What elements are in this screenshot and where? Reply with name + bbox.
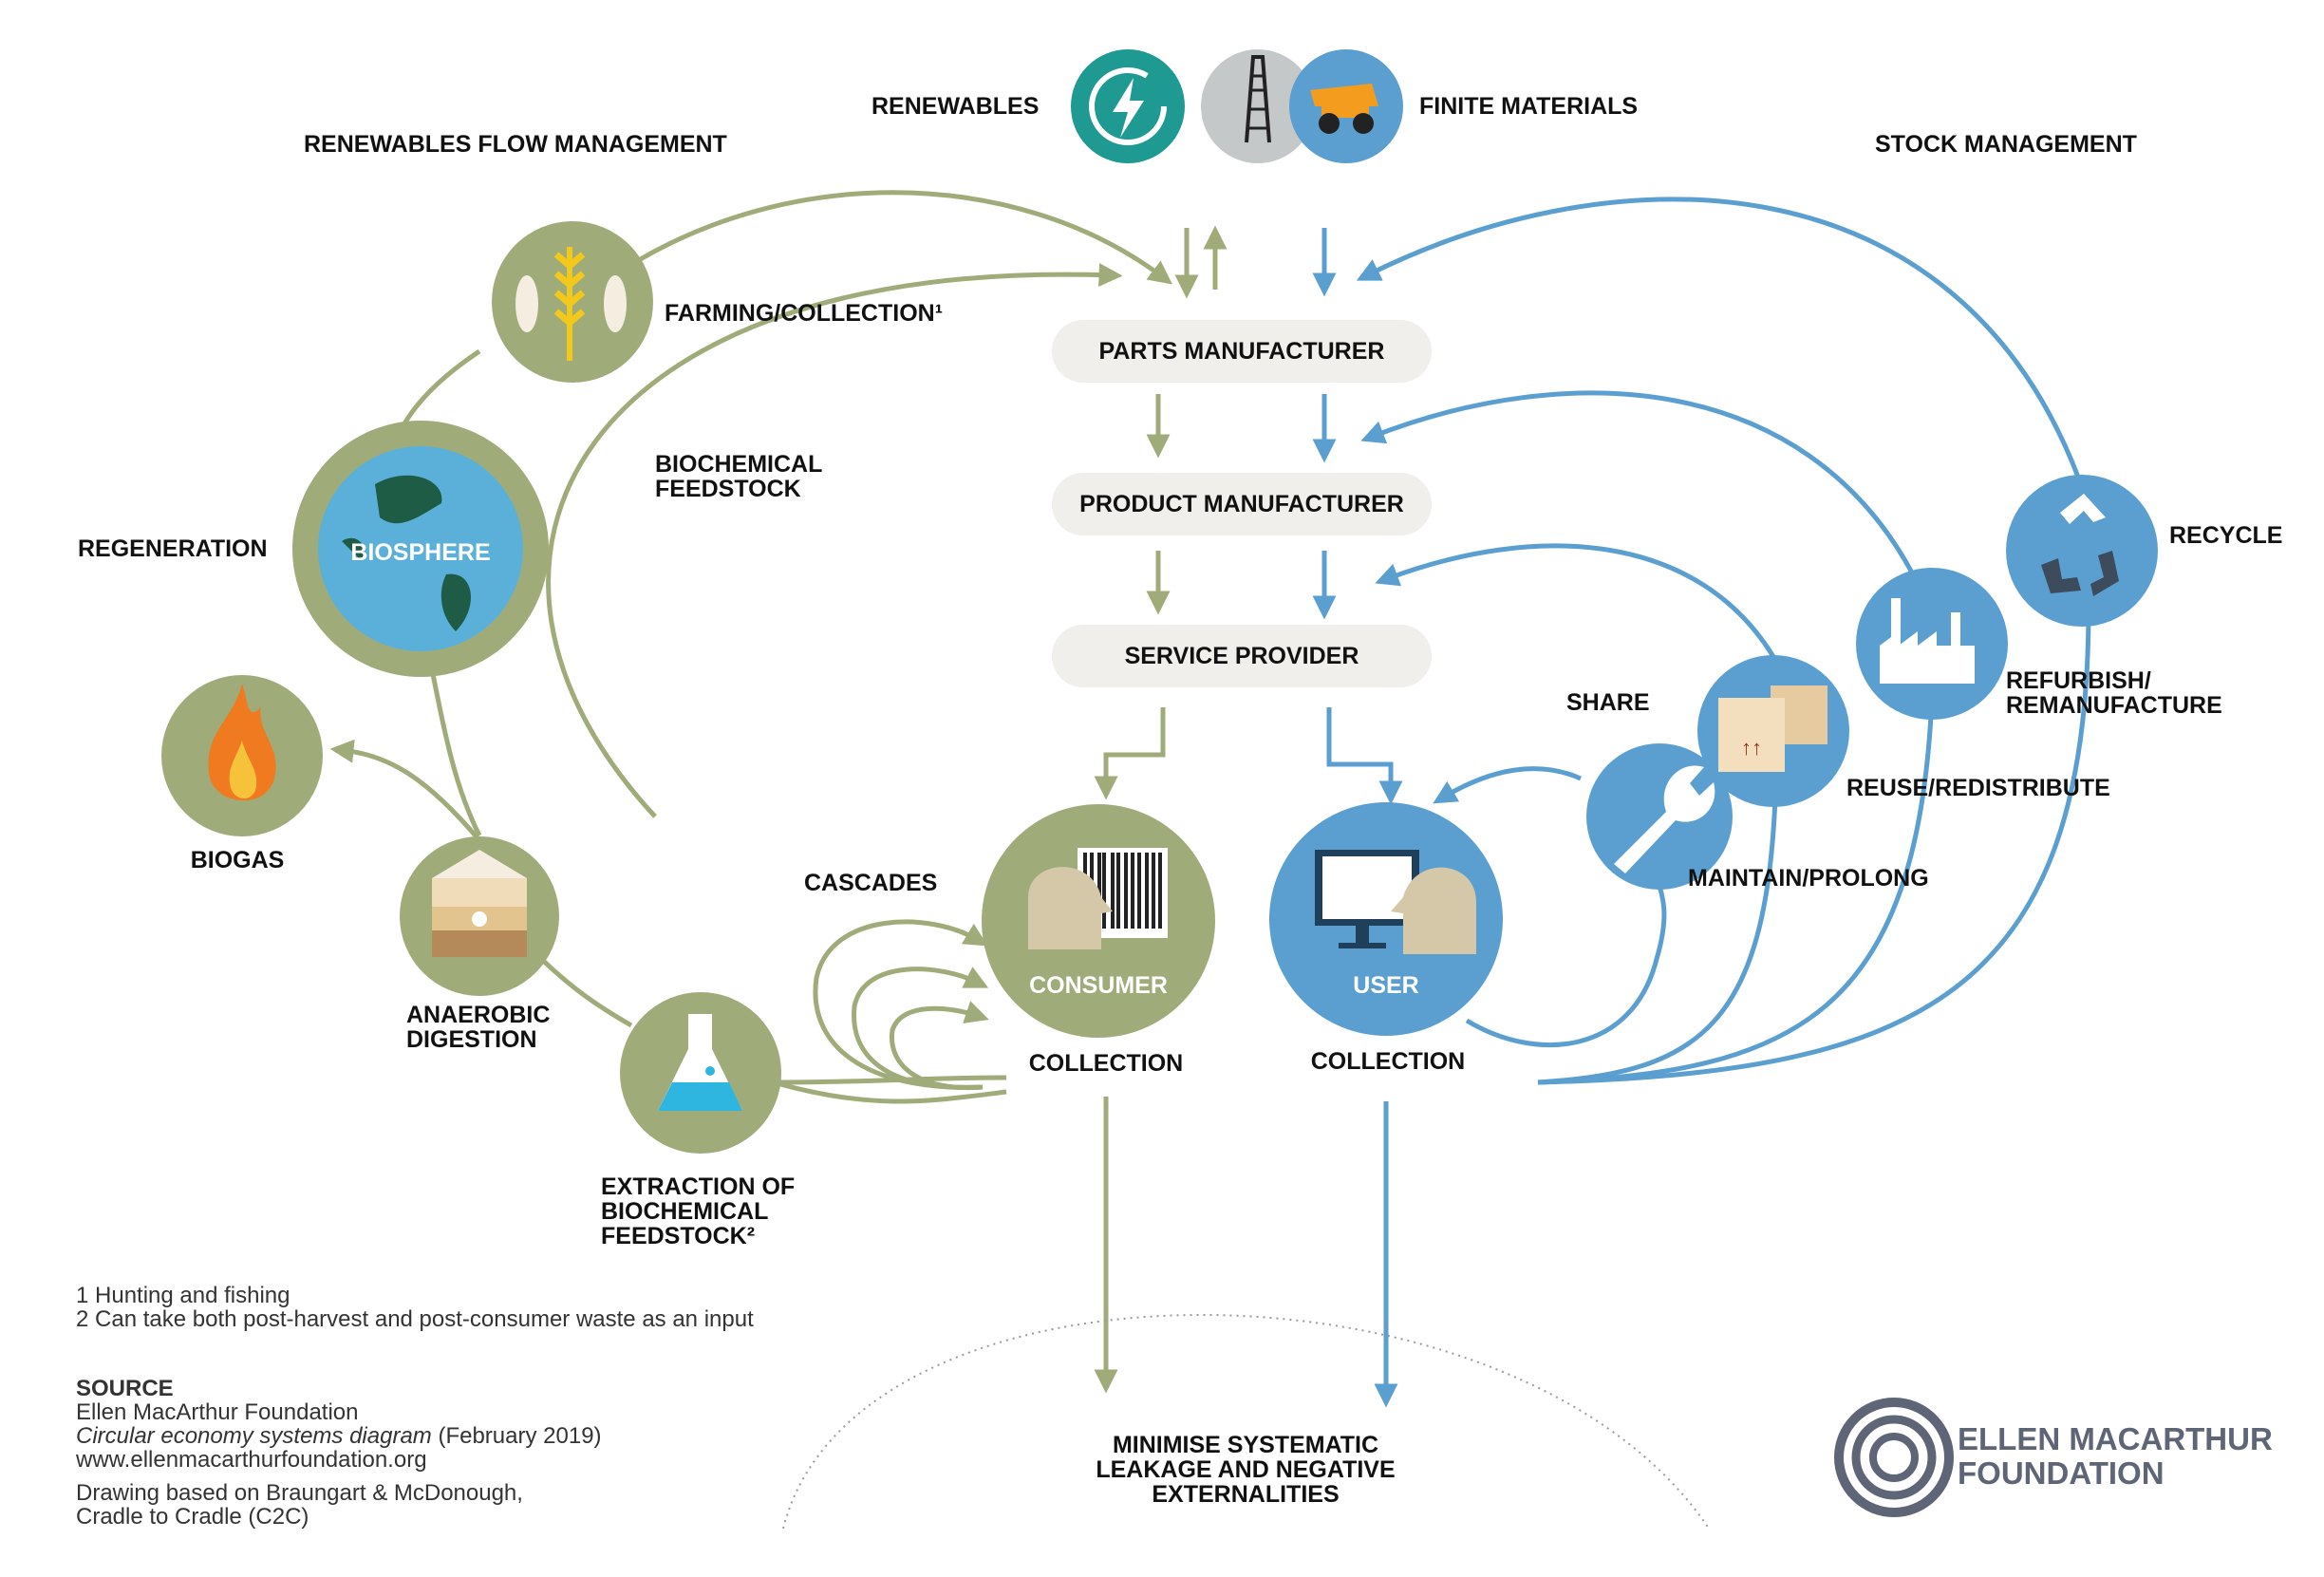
- leakage-line1: MINIMISE SYSTEMATIC: [1113, 1432, 1378, 1458]
- biosphere-node: BIOSPHERE: [292, 421, 549, 677]
- factory-icon: [1880, 598, 1975, 684]
- cascades-label: CASCADES: [804, 870, 937, 896]
- regeneration-label: REGENERATION: [78, 535, 268, 562]
- share-label: SHARE: [1566, 689, 1650, 716]
- biochemical-feedstock-l2: FEEDSTOCK: [655, 476, 801, 502]
- leakage-line2: LEAKAGE AND NEGATIVE: [1096, 1456, 1395, 1483]
- logo-line1: ELLEN MACARTHUR: [1958, 1421, 2273, 1456]
- share-node: [1586, 743, 1733, 890]
- drawing-credit-1: Drawing based on Braungart & McDonough,: [76, 1480, 523, 1506]
- soil-layers-icon: [432, 850, 527, 957]
- source-heading: SOURCE: [76, 1376, 174, 1401]
- mining-truck-icon: [1289, 49, 1403, 163]
- source-url: www.ellenmacarthurfoundation.org: [75, 1447, 427, 1473]
- svg-text:↑↑: ↑↑: [1741, 736, 1762, 760]
- biogas-label: BIOGAS: [191, 847, 285, 873]
- energy-cycle-icon: [1071, 49, 1185, 163]
- anaerobic-l2: DIGESTION: [406, 1026, 537, 1053]
- recycle-label: RECYCLE: [2169, 522, 2282, 549]
- svg-text:PRODUCT MANUFACTURER: PRODUCT MANUFACTURER: [1079, 491, 1404, 517]
- consumer-label: CONSUMER: [1029, 972, 1168, 999]
- recycle-node: [2006, 475, 2158, 627]
- technical-flows: [1312, 197, 2091, 1408]
- biochemical-feedstock-l1: BIOCHEMICAL: [655, 451, 822, 478]
- product-manufacturer-box: PRODUCT MANUFACTURER: [1052, 473, 1432, 535]
- logo-line2: FOUNDATION: [1958, 1455, 2165, 1491]
- reuse-label: REUSE/REDISTRIBUTE: [1846, 775, 2110, 801]
- finite-materials-label: FINITE MATERIALS: [1419, 93, 1638, 120]
- farming-node: [492, 221, 653, 383]
- refurbish-l1: REFURBISH/: [2006, 667, 2151, 694]
- leakage-line3: EXTERNALITIES: [1152, 1481, 1339, 1508]
- extraction-l2: BIOCHEMICAL: [601, 1198, 768, 1225]
- wheat-fish-icon: [515, 247, 627, 361]
- wrench-icon: [1614, 765, 1715, 873]
- extraction-node: [620, 992, 781, 1154]
- consumer-node: CONSUMER: [982, 804, 1215, 1038]
- maintain-label: MAINTAIN/PROLONG: [1688, 865, 1929, 892]
- globe-icon: [342, 475, 472, 631]
- extraction-l3: FEEDSTOCK²: [601, 1223, 755, 1249]
- collection-right-label: COLLECTION: [1311, 1048, 1466, 1075]
- farming-label: FARMING/COLLECTION¹: [665, 300, 943, 327]
- svg-text:SERVICE PROVIDER: SERVICE PROVIDER: [1125, 643, 1359, 669]
- collection-left-label: COLLECTION: [1029, 1050, 1184, 1077]
- oil-derrick-icon: [1201, 49, 1315, 163]
- svg-text:PARTS MANUFACTURER: PARTS MANUFACTURER: [1099, 338, 1385, 365]
- service-provider-box: SERVICE PROVIDER: [1052, 625, 1432, 687]
- footnote-2: 2 Can take both post-harvest and post-co…: [76, 1306, 754, 1332]
- footnote-1: 1 Hunting and fishing: [76, 1283, 290, 1308]
- drawing-credit-2: Cradle to Cradle (C2C): [76, 1504, 309, 1530]
- renewables-flow-heading: RENEWABLES FLOW MANAGEMENT: [304, 131, 727, 158]
- extraction-l1: EXTRACTION OF: [601, 1173, 795, 1200]
- biosphere-label: BIOSPHERE: [350, 539, 490, 566]
- boxes-icon: ↑↑: [1718, 685, 1827, 772]
- source-title-line: Circular economy systems diagram (Februa…: [76, 1423, 602, 1449]
- biological-flows: [329, 190, 1228, 1394]
- user-label: USER: [1353, 972, 1418, 999]
- source-org: Ellen MacArthur Foundation: [76, 1399, 359, 1425]
- parts-manufacturer-box: PARTS MANUFACTURER: [1052, 320, 1432, 383]
- refurbish-node: [1856, 568, 2008, 720]
- emf-logo: ELLEN MACARTHUR FOUNDATION: [1834, 1398, 2273, 1517]
- reuse-node: ↑↑: [1697, 655, 1849, 807]
- anaerobic-node: [400, 836, 559, 996]
- anaerobic-l1: ANAEROBIC: [406, 1002, 550, 1028]
- user-head-icon: [1391, 867, 1476, 954]
- consumer-head-icon: [1028, 867, 1113, 949]
- refurbish-l2: REMANUFACTURE: [2006, 692, 2222, 719]
- renewables-label: RENEWABLES: [872, 93, 1039, 120]
- footnotes: 1 Hunting and fishing 2 Can take both po…: [75, 1283, 754, 1530]
- stock-management-heading: STOCK MANAGEMENT: [1875, 131, 2137, 158]
- recycle-icon: [2041, 494, 2119, 596]
- user-node: USER: [1269, 802, 1503, 1036]
- biogas-node: [161, 675, 323, 836]
